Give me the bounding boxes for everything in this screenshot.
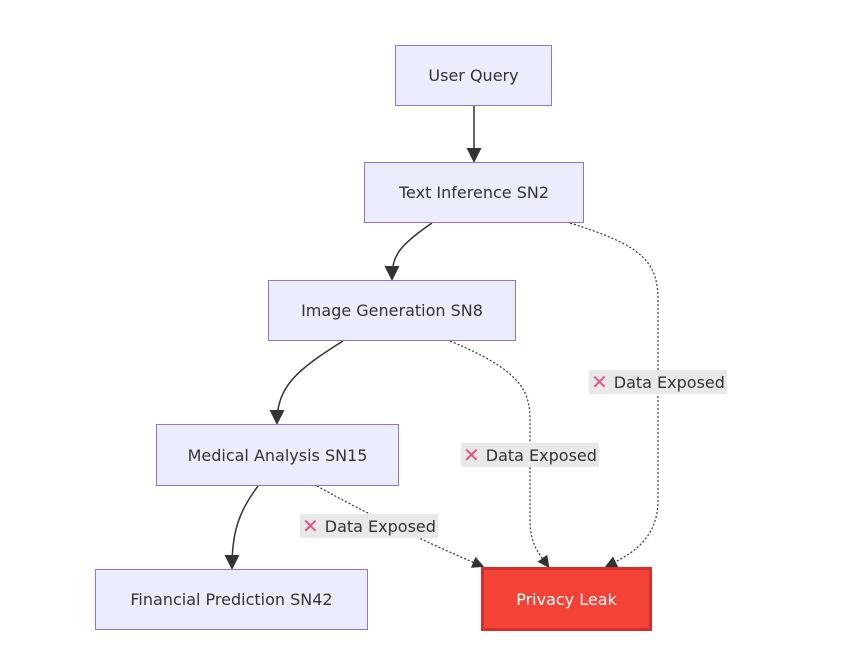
edge-image-to-leak (449, 340, 550, 568)
edge-image-to-medical (269, 340, 344, 425)
edge-label-medical-to-leak: ✕ Data Exposed (300, 514, 438, 538)
node-label: Text Inference SN2 (398, 183, 550, 202)
node-image-generation[interactable]: Image Generation SN8 (268, 280, 516, 341)
edge-label-text: Data Exposed (613, 372, 725, 392)
node-label: Privacy Leak (516, 589, 617, 609)
edge-text-to-image (384, 222, 433, 281)
cross-mark-icon: ✕ (463, 443, 480, 467)
edge-text-to-leak (569, 222, 659, 568)
edge-medical-to-financial (224, 485, 259, 570)
edge-label-text: Data Exposed (485, 445, 597, 465)
cross-mark-icon: ✕ (591, 370, 608, 394)
node-text-inference[interactable]: Text Inference SN2 (364, 162, 584, 223)
node-label: User Query (428, 66, 519, 85)
edge-label-image-to-leak: ✕ Data Exposed (461, 443, 599, 467)
node-label: Image Generation SN8 (301, 301, 483, 320)
node-label: Medical Analysis SN15 (187, 445, 368, 465)
node-financial-prediction[interactable]: Financial Prediction SN42 (95, 569, 368, 630)
edge-label-text-to-leak: ✕ Data Exposed (589, 370, 727, 394)
edge-label-text: Data Exposed (324, 516, 436, 536)
node-label: Financial Prediction SN42 (130, 590, 333, 609)
cross-mark-icon: ✕ (302, 514, 319, 538)
node-privacy-leak[interactable]: Privacy Leak (481, 567, 652, 631)
node-medical-analysis[interactable]: Medical Analysis SN15 (156, 424, 399, 486)
node-user-query[interactable]: User Query (395, 45, 552, 106)
